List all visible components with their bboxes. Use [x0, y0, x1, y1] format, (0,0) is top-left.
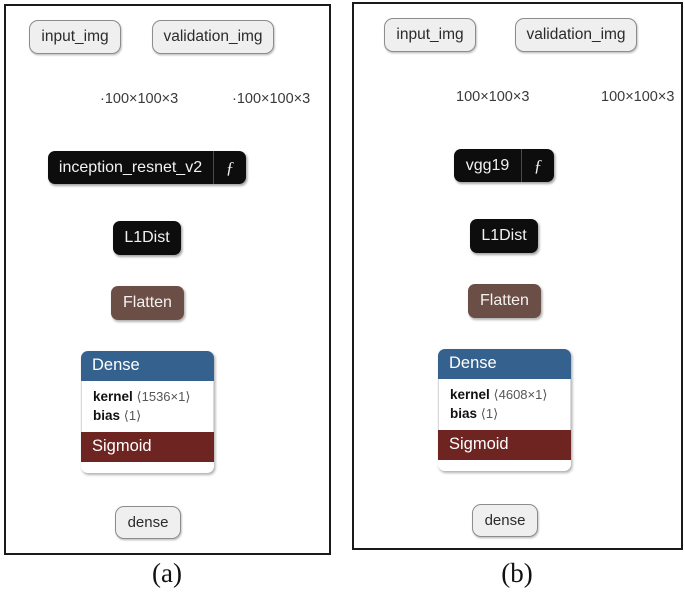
node-a-l1dist-label: L1Dist [124, 229, 170, 246]
edge-label-b-input-shape: 100×100×3 [456, 89, 530, 105]
node-b-dense-bias-name: bias [450, 406, 478, 422]
edge-label-a-input-shape: ·100×100×3 [100, 91, 179, 107]
node-b-output-dense[interactable]: dense [472, 504, 538, 537]
node-a-dense-params: kernel ⟨1536×1⟩ bias ⟨1⟩ [81, 380, 214, 433]
node-a-flatten[interactable]: Flatten [111, 286, 184, 320]
node-a-dense-bias-name: bias [93, 408, 121, 424]
node-b-flatten-label: Flatten [480, 292, 529, 309]
node-a-input-img[interactable]: input_img [29, 20, 121, 54]
node-a-dense[interactable]: Dense kernel ⟨1536×1⟩ bias ⟨1⟩ Sigmoid [81, 351, 214, 473]
panel-a [4, 4, 331, 555]
node-a-validation-img-label: validation_img [163, 28, 263, 45]
node-a-dense-kernel-name: kernel [93, 388, 133, 404]
node-b-backbone-label: vgg19 [465, 156, 510, 174]
node-a-activation: Sigmoid [81, 432, 214, 462]
node-b-flatten[interactable]: Flatten [468, 284, 541, 318]
node-b-output-dense-label: dense [484, 512, 526, 529]
node-a-backbone[interactable]: inception_resnet_v2 ƒ [48, 151, 246, 184]
node-b-dense-bias-row: bias ⟨1⟩ [450, 404, 570, 424]
node-a-dense-kernel-row: kernel ⟨1536×1⟩ [93, 387, 213, 407]
node-b-input-img-label: input_img [396, 26, 464, 43]
node-a-l1dist[interactable]: L1Dist [113, 221, 181, 255]
node-b-dense-title: Dense [438, 349, 571, 379]
node-b-validation-img-label: validation_img [526, 26, 626, 43]
caption-a: (a) [152, 558, 182, 588]
node-a-dense-kernel-shape: ⟨1536×1⟩ [136, 388, 191, 404]
node-a-output-dense[interactable]: dense [115, 506, 181, 539]
node-a-flatten-label: Flatten [123, 294, 172, 311]
edge-label-a-validation-shape: ·100×100×3 [232, 91, 311, 107]
node-a-input-img-label: input_img [41, 28, 109, 45]
node-b-validation-img[interactable]: validation_img [515, 18, 637, 52]
edge-label-b-validation-shape: 100×100×3 [601, 89, 675, 105]
caption-b: (b) [501, 558, 533, 588]
node-b-backbone[interactable]: vgg19 ƒ [454, 149, 554, 182]
node-b-dense-kernel-shape: ⟨4608×1⟩ [493, 386, 548, 402]
node-b-dense-params: kernel ⟨4608×1⟩ bias ⟨1⟩ [438, 378, 571, 431]
node-b-activation: Sigmoid [438, 430, 571, 460]
node-a-output-dense-label: dense [127, 514, 169, 531]
node-a-dense-bias-shape: ⟨1⟩ [123, 408, 142, 424]
node-a-validation-img[interactable]: validation_img [152, 20, 274, 54]
node-b-input-img[interactable]: input_img [384, 18, 476, 52]
node-b-dense[interactable]: Dense kernel ⟨4608×1⟩ bias ⟨1⟩ Sigmoid [438, 349, 571, 471]
node-b-l1dist[interactable]: L1Dist [470, 219, 538, 253]
node-b-dense-bias-shape: ⟨1⟩ [480, 406, 499, 422]
node-b-dense-kernel-name: kernel [450, 386, 490, 402]
node-a-dense-title: Dense [81, 351, 214, 381]
node-b-l1dist-label: L1Dist [481, 227, 527, 244]
node-a-backbone-function-icon: ƒ [213, 151, 246, 184]
node-b-backbone-function-icon: ƒ [521, 149, 554, 182]
node-a-backbone-label: inception_resnet_v2 [58, 158, 203, 176]
node-b-dense-kernel-row: kernel ⟨4608×1⟩ [450, 385, 570, 405]
node-a-dense-bias-row: bias ⟨1⟩ [93, 406, 213, 426]
